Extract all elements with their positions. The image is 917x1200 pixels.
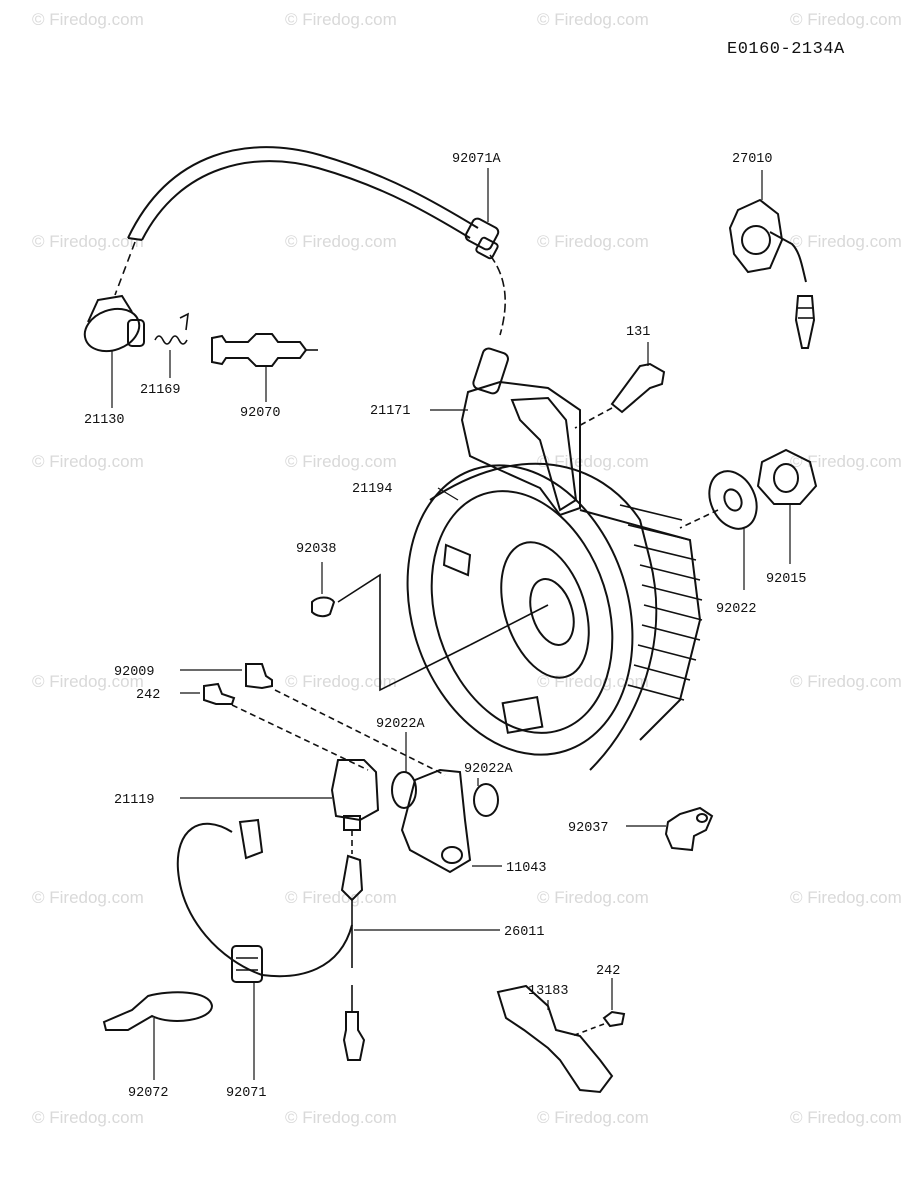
pickup-assembly (180, 732, 502, 874)
part-label: 92070 (240, 406, 281, 421)
watermark: © Firedog.com (285, 1108, 397, 1127)
watermark: © Firedog.com (285, 888, 397, 907)
part-label: 26011 (504, 925, 545, 940)
spring (154, 312, 189, 378)
spark-plug-cap (83, 294, 145, 408)
part-label: 131 (626, 325, 650, 340)
part-label: 92009 (114, 665, 155, 680)
part-label: 92071 (226, 1086, 267, 1101)
part-label: 242 (596, 964, 620, 979)
watermark: © Firedog.com (537, 1108, 649, 1127)
watermark: © Firedog.com (790, 232, 902, 251)
part-label: 92037 (568, 821, 609, 836)
watermark: © Firedog.com (32, 1108, 144, 1127)
spark-plug (211, 333, 318, 402)
watermark: © Firedog.com (790, 1108, 902, 1127)
watermark: © Firedog.com (537, 10, 649, 29)
part-label: 92071A (452, 152, 502, 167)
part-label: 21169 (140, 383, 181, 398)
part-label: 242 (136, 688, 160, 703)
watermark: © Firedog.com (285, 672, 397, 691)
part-label: 27010 (732, 152, 773, 167)
woodruff-key (311, 562, 549, 692)
spark-plug-cord (114, 146, 506, 336)
watermark: © Firedog.com (285, 10, 397, 29)
lead-wire (176, 818, 500, 1061)
grommet (231, 945, 263, 1080)
clamp (626, 806, 714, 852)
watermark: © Firedog.com (32, 232, 144, 251)
part-label: 21194 (352, 482, 393, 497)
part-label: 92022A (464, 762, 514, 777)
watermark: © Firedog.com (537, 232, 649, 251)
watermark: © Firedog.com (790, 888, 902, 907)
bolt (574, 342, 666, 429)
watermark: © Firedog.com (32, 10, 144, 29)
watermark: © Firedog.com (32, 888, 144, 907)
watermark: © Firedog.com (790, 10, 902, 29)
part-label: 92038 (296, 542, 337, 557)
part-label: 21171 (370, 404, 411, 419)
part-label: 92072 (128, 1086, 169, 1101)
part-label: 92022A (376, 717, 426, 732)
part-label: 11043 (506, 861, 547, 876)
watermark: © Firedog.com (790, 672, 902, 691)
part-label: 21119 (114, 793, 155, 808)
watermark: © Firedog.com (285, 232, 397, 251)
watermark: © Firedog.com (32, 672, 144, 691)
part-label: 21130 (84, 413, 125, 428)
watermark: © Firedog.com (790, 452, 902, 471)
part-label: 92015 (766, 572, 807, 587)
part-label: 13183 (528, 984, 569, 999)
watermark: © Firedog.com (285, 452, 397, 471)
ignition-component (728, 170, 816, 349)
wire-band (102, 991, 214, 1080)
flywheel-and-coil (406, 347, 703, 771)
bracket (496, 978, 626, 1094)
part-label: 92022 (716, 602, 757, 617)
watermark: © Firedog.com (537, 888, 649, 907)
watermark: © Firedog.com (32, 452, 144, 471)
diagram-code: E0160-2134A (727, 40, 845, 59)
washer-and-nut (679, 448, 818, 590)
